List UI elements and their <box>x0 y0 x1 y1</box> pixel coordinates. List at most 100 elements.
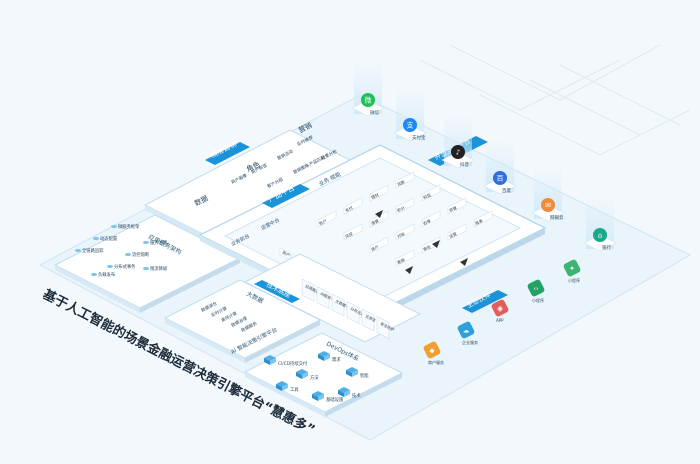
product-cell-label: 支付 <box>344 204 354 213</box>
miniapp-icon[interactable]: ✦小程序 <box>563 259 582 283</box>
product-cell-label: 积分 <box>396 204 406 213</box>
product-cell: 审批 <box>421 236 441 254</box>
precision-marketing-tag <box>205 142 250 165</box>
ecosystem-glyph: ☁ <box>463 327 470 335</box>
channel-label: 百度 <box>502 187 511 194</box>
mail-icon[interactable]: ✉网银云 <box>531 165 565 222</box>
big-data-module: 大数据 AI 智能决策引擎平台 <box>163 279 322 363</box>
channel-label: 银行 <box>602 244 611 251</box>
service-item: 分布式事务 <box>107 263 136 270</box>
product-cell: 商户 <box>369 236 389 254</box>
ecosystem-glyph: ✦ <box>569 265 575 273</box>
devops-item-label: 需求 <box>332 356 341 363</box>
service-item-label: 动态配置 <box>100 235 118 242</box>
ecosystem-icons: ✦小程序 ‹› 小程序 ◉ APP ☁ 企业服务 ◆商户服务 <box>423 259 582 365</box>
product-side-block-label: 账户 <box>282 249 292 258</box>
code-icon[interactable]: ‹› 小程序 <box>527 279 546 303</box>
product-cells: 账户支付理财贷款风控清算积分权益商户对账收单资管客服审批运营报表账户支付理财贷款… <box>279 171 493 291</box>
wechat-icon[interactable]: 微微信 <box>351 60 385 117</box>
product-cell: 积分 <box>395 197 415 215</box>
product-cell: 账户 <box>317 210 337 228</box>
product-cell-label: 商户 <box>370 243 380 252</box>
channel-label: 支付宝 <box>412 134 426 141</box>
product-cell-label: 资管 <box>448 204 458 213</box>
shop-icon[interactable]: ◆商户服务 <box>423 341 444 365</box>
ecosystem-label: 企业服务 <box>462 339 478 345</box>
tech-item-label: 云原生 <box>365 313 378 323</box>
app-icon[interactable]: ◉ APP <box>491 299 510 323</box>
product-cell-label: 权益 <box>422 191 432 200</box>
tech-base-tag <box>254 280 300 303</box>
product-cell-label: 理财 <box>370 191 380 200</box>
douyin-icon[interactable]: ♪抖音 <box>441 112 475 169</box>
service-item-label: 负载发布 <box>98 271 116 278</box>
product-cell: 报表 <box>473 210 493 228</box>
devops-item: 技术 <box>338 387 361 399</box>
product-cell: 贷款 <box>395 171 415 189</box>
baidu-icon[interactable]: 百百度 <box>483 138 517 195</box>
devops-item-label: 智能 <box>360 372 369 379</box>
ecosystem-glyph: ‹› <box>533 285 539 293</box>
product-cell: 资管 <box>447 197 467 215</box>
product-cell: 对账 <box>395 223 415 241</box>
product-cell: 清算 <box>369 210 389 228</box>
background-grid <box>419 44 691 156</box>
service-item: 全链路追踪 <box>75 247 104 254</box>
ecosystem-label: 小程序 <box>532 297 544 303</box>
product-cell-label: 风控 <box>344 230 354 239</box>
channel-label: 微信 <box>370 109 379 116</box>
product-cell-label: 审批 <box>422 243 432 252</box>
cloud-icon[interactable]: ☁ 企业服务 <box>457 321 478 345</box>
service-item: 服务治理 <box>143 239 168 246</box>
service-item-label: 全链路追踪 <box>82 247 104 254</box>
devops-item-label: 技术 <box>352 392 361 399</box>
devops-item-label: CI/CD持续交付 <box>278 360 308 367</box>
ecosystem-label: APP <box>496 318 504 323</box>
service-item: 流控熔断 <box>125 251 150 258</box>
partners-tag <box>462 290 508 313</box>
service-item-label: 微服务框架 <box>118 223 140 230</box>
product-cell-label: 账户 <box>318 217 328 226</box>
devops-item: 工具 <box>276 381 299 393</box>
product-cell-label: 运营 <box>448 230 458 239</box>
devops-item: 需求 <box>318 351 341 363</box>
product-cell-label: 清算 <box>370 217 380 226</box>
devops-item: CI/CD持续交付 <box>264 355 308 367</box>
bank-icon[interactable]: ⌂银行 <box>583 195 617 252</box>
channel-glyph: 百 <box>497 175 504 183</box>
product-cell: 收单 <box>421 210 441 228</box>
channel-glyph: ♪ <box>456 149 460 157</box>
devops-item: 基础设施 <box>312 391 344 403</box>
tech-item: 安全防护 <box>376 316 396 339</box>
devops-item-label: 方法 <box>310 374 319 381</box>
product-cell-label: 收单 <box>422 217 432 226</box>
product-cell: 权益 <box>421 184 441 202</box>
ecosystem-glyph: ◆ <box>430 347 435 355</box>
service-item-label: 分布式事务 <box>114 263 136 270</box>
product-cell-label: 报表 <box>474 217 484 226</box>
service-item-label: 流控熔断 <box>132 251 150 258</box>
product-cell-label: 客服 <box>396 256 406 265</box>
product-cell-label: 对账 <box>396 230 406 239</box>
tech-item-label: 安全防护 <box>380 321 396 332</box>
devops-item-label: 工具 <box>290 387 299 393</box>
service-item: 动态配置 <box>93 235 118 242</box>
service-item-label: 服务治理 <box>150 239 168 246</box>
product-cell: 风控 <box>343 223 363 241</box>
product-cell: 客服 <box>395 249 415 267</box>
channel-glyph: 支 <box>407 121 414 130</box>
tech-item: 云原生 <box>361 308 378 332</box>
service-item: 限流降级 <box>143 265 168 272</box>
channel-label: 抖音 <box>460 161 469 168</box>
devops-item: 方法 <box>296 369 319 381</box>
ecosystem-glyph: ◉ <box>497 305 503 313</box>
product-cell: 理财 <box>369 184 389 202</box>
flow-arrows <box>375 210 468 274</box>
devops-module: DevOps体系 <box>243 332 404 417</box>
